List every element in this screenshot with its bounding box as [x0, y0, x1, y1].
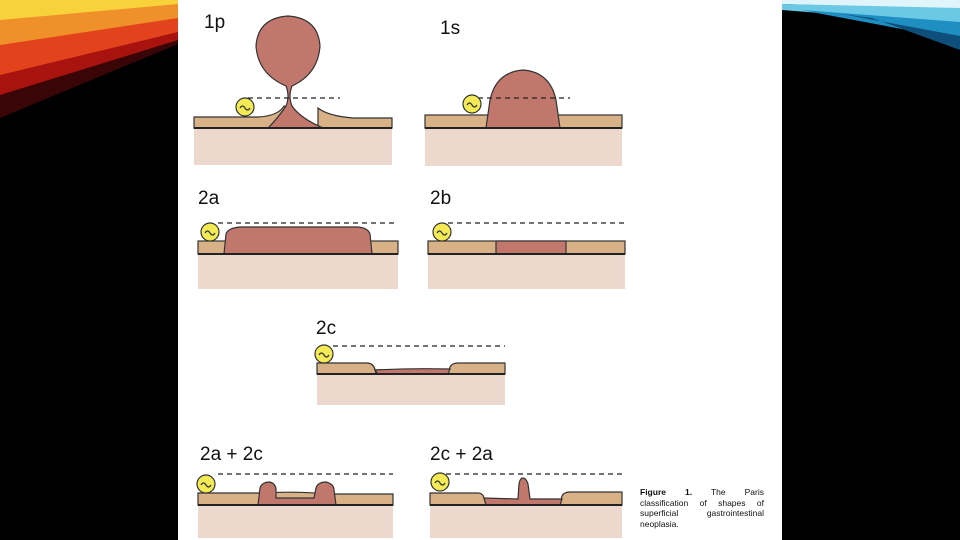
mucosa-layer [429, 492, 487, 506]
reference-marker-icon [200, 222, 220, 242]
depressed-elevated-lesion [483, 477, 563, 506]
panel-2c: 2c [314, 318, 506, 405]
submucosa-layer [425, 128, 622, 166]
sessile-lesion [485, 69, 561, 129]
figure-caption: Figure 1. The Paris classification of sh… [640, 487, 764, 529]
caption-lead: Figure 1. [640, 487, 693, 497]
top-left-decorative-streaks [0, 0, 178, 118]
figure-slide: 1p 1s 2a [178, 0, 782, 540]
elevated-depressed-lesion [257, 481, 337, 506]
panel-label: 2c [316, 318, 336, 339]
panel-label: 2a [198, 188, 220, 209]
reference-marker-icon [430, 472, 450, 492]
reference-marker-icon [196, 474, 216, 494]
panel-2b: 2b [427, 188, 626, 289]
paris-classification-figure: 1p 1s 2a [193, 12, 626, 538]
submucosa-layer [430, 505, 622, 538]
submucosa-layer [198, 505, 393, 538]
pedunculated-lesion [255, 15, 324, 129]
panel-1p: 1p [193, 12, 393, 165]
mucosa-layer [316, 362, 377, 375]
submucosa-layer [198, 254, 398, 289]
panel-label: 1p [204, 12, 225, 33]
mucosa-layer [559, 491, 623, 506]
reference-marker-icon [462, 94, 482, 114]
panel-label: 2c + 2a [430, 444, 493, 465]
submucosa-layer [194, 128, 392, 165]
panel-label: 1s [440, 18, 460, 39]
reference-marker-icon [235, 97, 255, 117]
reference-marker-icon [432, 222, 452, 242]
elevated-lesion [223, 226, 373, 255]
submucosa-layer [317, 374, 505, 405]
depressed-lesion [373, 368, 451, 375]
reference-marker-icon [314, 344, 334, 364]
panel-1s: 1s [424, 18, 623, 166]
submucosa-layer [428, 254, 625, 289]
flat-lesion [495, 240, 567, 255]
panel-2a-plus-2c: 2a + 2c [196, 444, 394, 538]
panel-label: 2a + 2c [200, 444, 263, 465]
caption-text: The Paris classification of shapes of su… [640, 487, 764, 529]
mucosa-layer [317, 106, 393, 129]
top-right-decorative-streaks [782, 0, 960, 50]
panel-2c-plus-2a: 2c + 2a [429, 444, 623, 538]
mucosa-layer [447, 362, 506, 375]
panel-2a: 2a [197, 188, 399, 289]
panel-label: 2b [430, 188, 451, 209]
